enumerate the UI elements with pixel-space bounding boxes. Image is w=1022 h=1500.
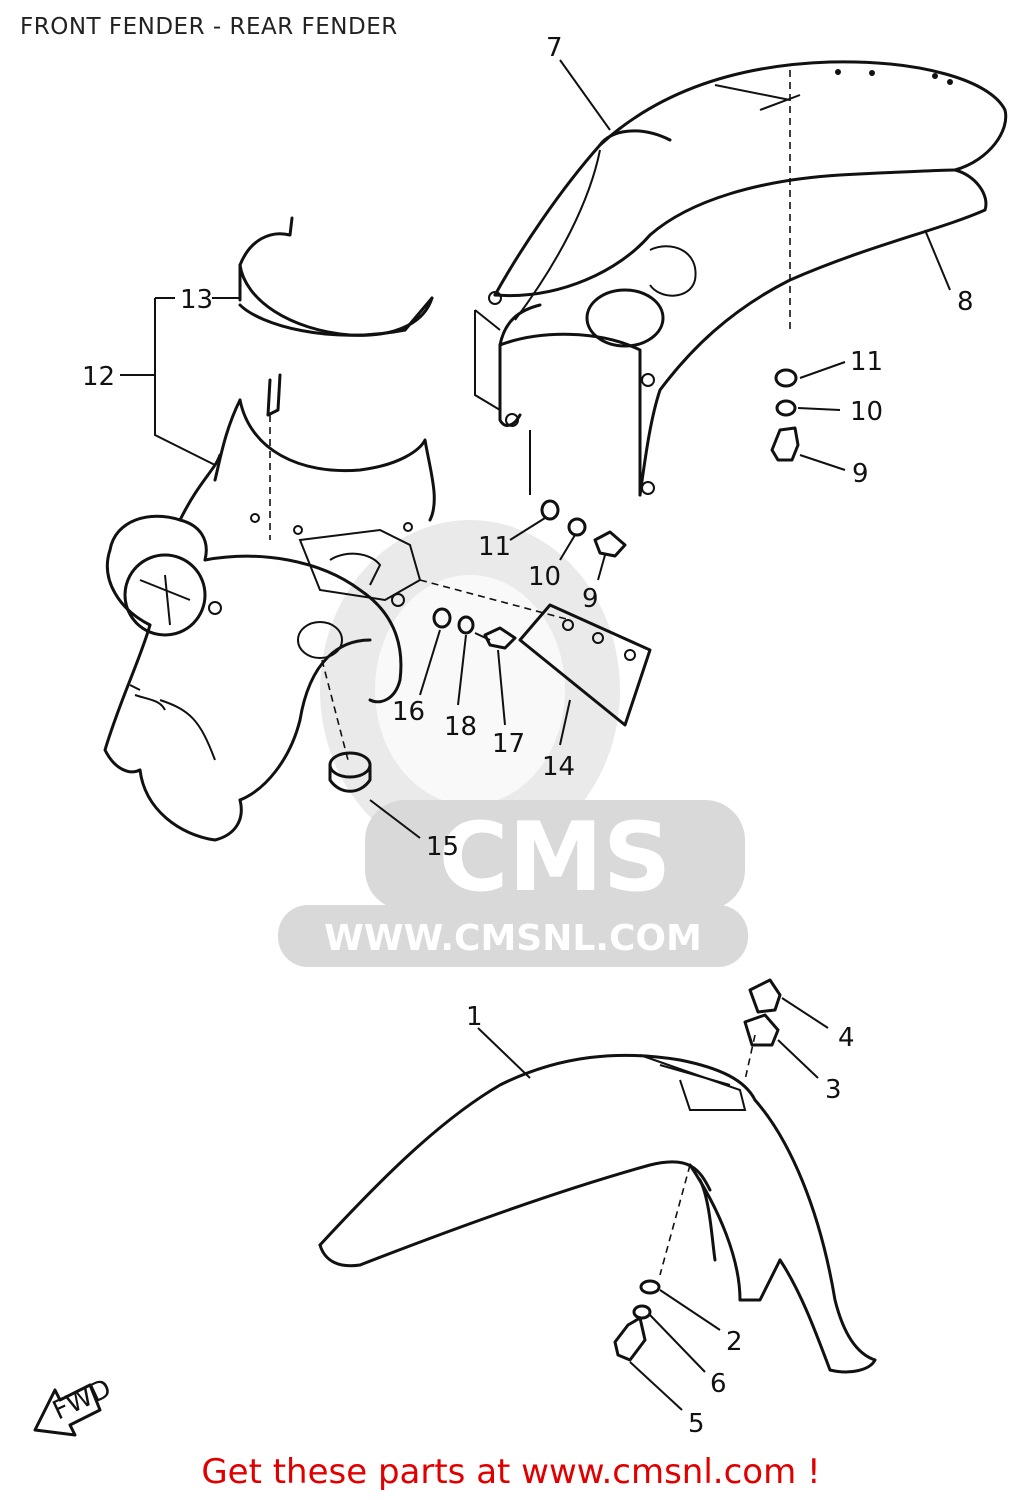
callout-17: 17 (492, 729, 525, 759)
callout-10-mid: 10 (528, 562, 561, 592)
headlight-housing (103, 216, 436, 842)
callout-11-mid: 11 (478, 532, 511, 562)
callout-9-upper: 9 (852, 459, 869, 489)
callout-6: 6 (710, 1369, 727, 1399)
watermark-logo: CMS WWW.CMSNL.COM (278, 520, 748, 967)
watermark-url: WWW.CMSNL.COM (324, 918, 702, 959)
callout-3: 3 (825, 1075, 842, 1105)
hardware-9-10-11 (540, 368, 800, 558)
callout-8: 8 (957, 287, 974, 317)
front-fender (318, 1034, 877, 1374)
callout-18: 18 (444, 712, 477, 742)
page-title: FRONT FENDER - REAR FENDER (20, 14, 398, 40)
rear-fender (474, 60, 1008, 497)
callout-14: 14 (542, 752, 575, 782)
callout-2: 2 (726, 1327, 743, 1357)
callout-9-mid: 9 (582, 584, 599, 614)
callout-5: 5 (688, 1409, 705, 1439)
callout-16: 16 (392, 697, 425, 727)
hardware-16-17-18 (432, 607, 517, 650)
callout-1: 1 (466, 1002, 483, 1032)
callout-10-upper: 10 (850, 397, 883, 427)
watermark-brand: CMS (439, 803, 672, 913)
footer-link[interactable]: Get these parts at www.cmsnl.com ! (201, 1452, 821, 1492)
plate-14 (419, 579, 652, 727)
callout-15: 15 (426, 832, 459, 862)
grommet-15 (321, 659, 372, 793)
callout-11-upper: 11 (850, 347, 883, 377)
callout-12: 12 (82, 362, 115, 392)
callout-13: 13 (180, 285, 213, 315)
hardware-2-3-4-5-6 (613, 978, 782, 1362)
callout-4: 4 (838, 1023, 855, 1053)
callout-7: 7 (546, 33, 563, 63)
callout-labels: 7 8 11 10 9 11 10 9 16 18 17 14 15 (82, 33, 974, 1439)
forward-arrow-icon: FWD (33, 1374, 116, 1437)
